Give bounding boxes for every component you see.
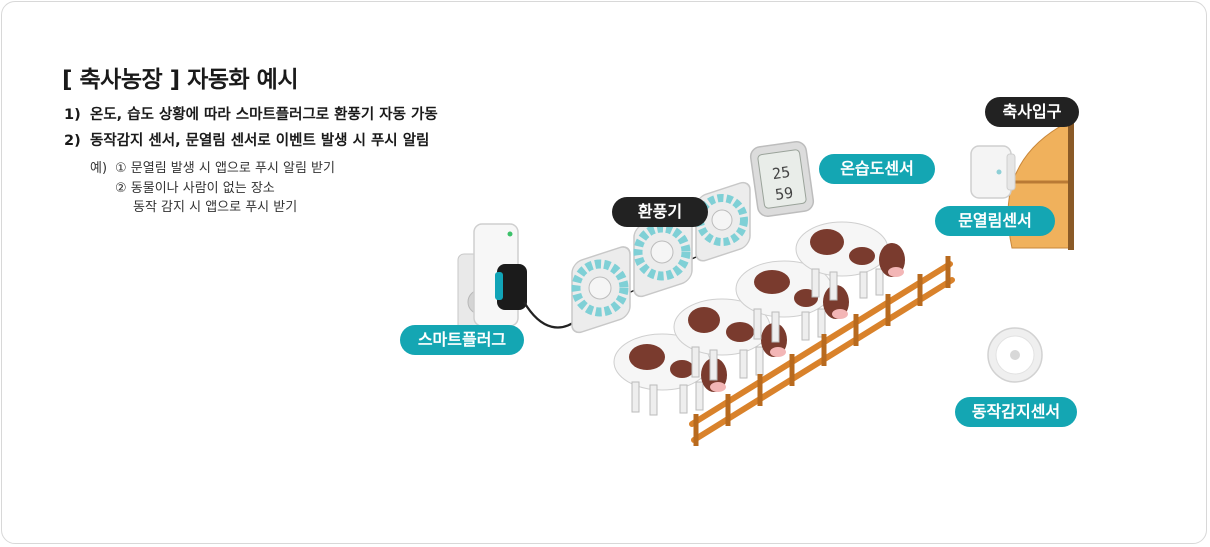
page-title: [ 축사농장 ] 자동화 예시	[62, 67, 299, 93]
item-2-text: 동작감지 센서, 문열림 센서로 이벤트 발생 시 푸시 알림	[90, 133, 430, 149]
cows	[613, 221, 905, 416]
wooden-fence	[689, 256, 955, 446]
sensor-temp-readout: 25	[771, 163, 791, 183]
label-smart-plug: 스마트플러그	[400, 325, 524, 355]
item-2-number: 2)	[64, 133, 81, 149]
label-temp-humidity-sensor: 온습도센서	[819, 154, 935, 184]
motion-sensor-device	[987, 327, 1043, 383]
item-1-number: 1)	[64, 107, 81, 123]
sensor-humidity-readout: 59	[774, 184, 794, 204]
example-line-3: 동작 감지 시 앱으로 푸시 받기	[133, 200, 298, 215]
ventilation-fans	[571, 181, 751, 334]
label-motion-sensor: 동작감지센서	[955, 397, 1077, 427]
example-line-1: ① 문열림 발생 시 앱으로 푸시 알림 받기	[115, 161, 335, 176]
temp-humidity-sensor-device: 25 59	[749, 140, 815, 218]
example-prefix: 예)	[90, 161, 108, 176]
label-barn-entrance: 축사입구	[985, 97, 1079, 127]
label-fan: 환풍기	[612, 197, 708, 227]
item-1: 1) 온도, 습도 상황에 따라 스마트플러그로 환풍기 자동 가동	[64, 103, 438, 124]
label-door-sensor: 문열림센서	[935, 206, 1055, 236]
example-line-2: ② 동물이나 사람이 없는 장소	[115, 181, 275, 196]
item-1-text: 온도, 습도 상황에 따라 스마트플러그로 환풍기 자동 가동	[90, 107, 438, 123]
door-sensor-device	[970, 145, 1016, 199]
item-2: 2) 동작감지 센서, 문열림 센서로 이벤트 발생 시 푸시 알림	[64, 129, 429, 150]
